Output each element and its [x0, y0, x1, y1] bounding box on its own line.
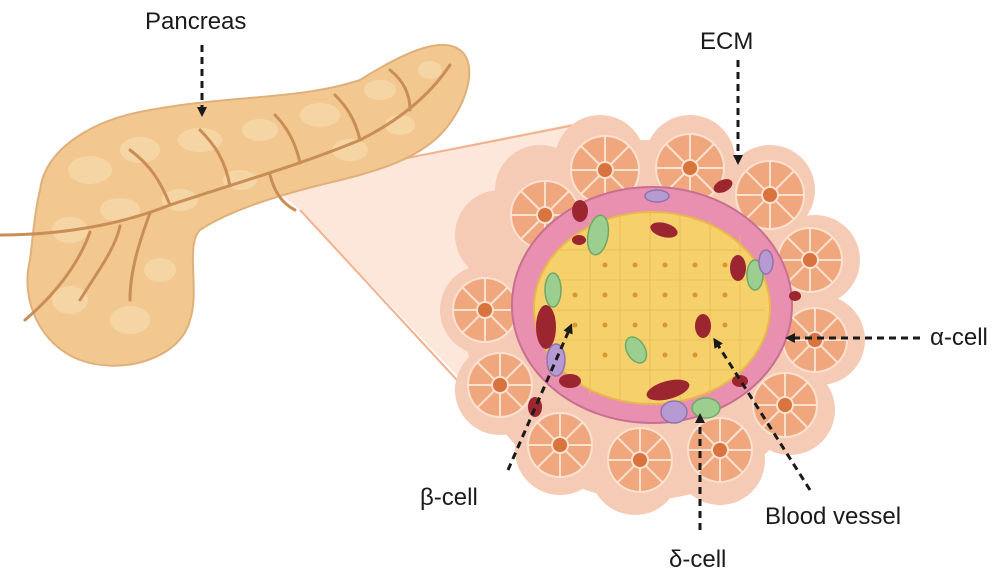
label-delta-cell: δ-cell [669, 548, 726, 572]
label-pancreas: Pancreas [145, 10, 246, 34]
label-beta-cell: β-cell [420, 486, 478, 510]
label-alpha-cell: α-cell [930, 326, 988, 350]
label-ecm: ECM [700, 30, 753, 54]
label-blood-vessel: Blood vessel [765, 505, 901, 529]
